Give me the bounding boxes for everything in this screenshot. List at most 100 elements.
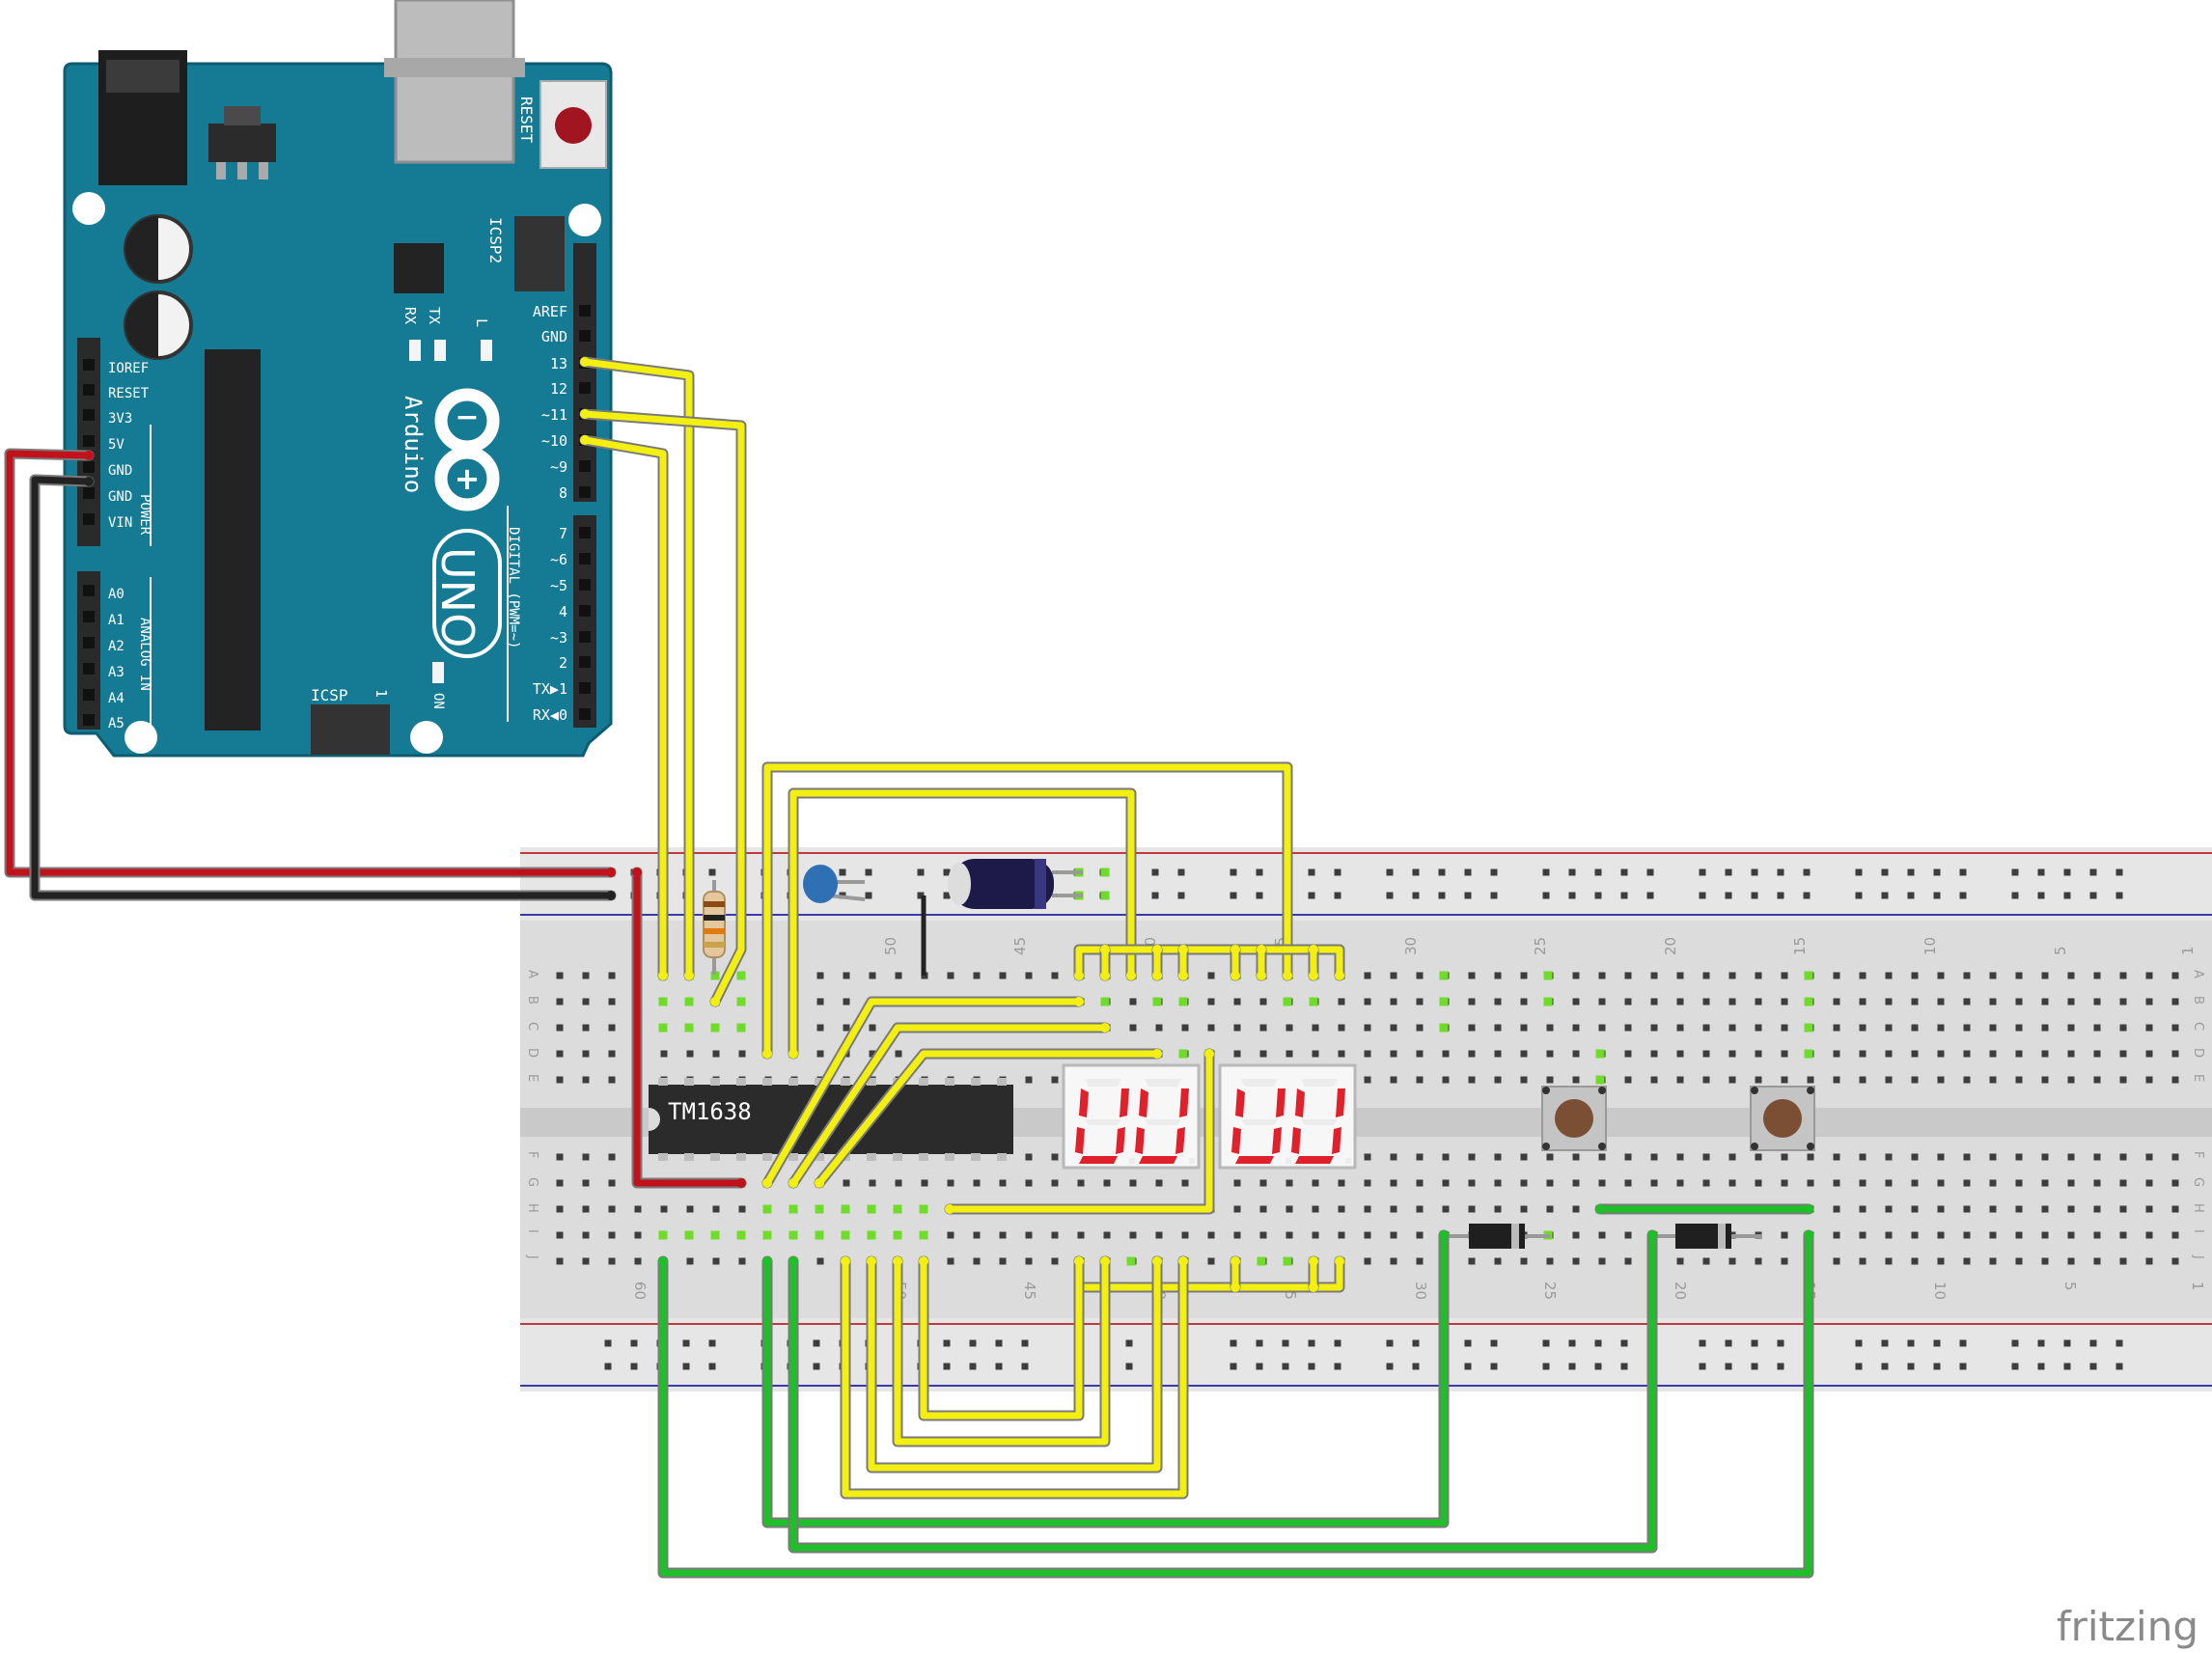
icsp-pin-number: 1 <box>373 689 390 698</box>
breadboard-hole <box>2067 1050 2075 1058</box>
rail-hole <box>1308 892 1315 899</box>
breadboard-hole <box>2119 972 2127 979</box>
breadboard-hole <box>2145 1179 2153 1187</box>
connected-hole <box>1178 997 1188 1006</box>
breadboard-hole <box>1781 1257 1788 1265</box>
chip-pin <box>684 1078 694 1086</box>
breadboard-hole <box>1963 1231 1971 1239</box>
breadboard-hole <box>1338 1050 1345 1058</box>
breadboard-hole <box>1755 1050 1762 1058</box>
breadboard-hole <box>2119 1153 2127 1161</box>
breadboard-hole <box>2145 1024 2153 1032</box>
rail-hole <box>1256 868 1263 876</box>
chip-pin <box>710 1153 720 1161</box>
breadboard-hole <box>1207 1231 1215 1239</box>
digital-pin-hole <box>579 527 591 538</box>
connected-hole <box>762 1204 772 1214</box>
digital-pin-label: AREF <box>533 303 567 320</box>
rail-hole <box>1907 892 1915 899</box>
rail-hole <box>969 1363 977 1370</box>
row-letter: J <box>525 1254 539 1259</box>
breadboard-hole <box>2015 998 2023 1006</box>
breadboard-hole <box>634 1205 642 1213</box>
icsp2-header <box>514 216 565 291</box>
breadboard-hole <box>1624 1257 1632 1265</box>
breadboard-hole <box>2067 1257 2075 1265</box>
chip-pin <box>762 1153 772 1161</box>
chip-pin <box>971 1078 981 1086</box>
breadboard-hole <box>582 972 590 979</box>
column-number: 60 <box>631 1281 649 1300</box>
digital-pin-hole <box>579 656 591 668</box>
breadboard-hole <box>1989 1231 1997 1239</box>
chip-pin <box>997 1078 1007 1086</box>
breadboard-hole <box>1312 1179 1319 1187</box>
digital-pin-label: ~3 <box>550 629 567 647</box>
breadboard-hole <box>1364 1179 1371 1187</box>
power-pin-hole <box>83 384 95 396</box>
breadboard-hole <box>1859 1257 1866 1265</box>
breadboard-hole <box>1416 972 1424 979</box>
rail-hole <box>1777 892 1784 899</box>
breadboard-hole <box>1364 1257 1371 1265</box>
breadboard-hole <box>1989 1024 1997 1032</box>
rail-hole <box>1594 892 1602 899</box>
breadboard-hole <box>1598 998 1606 1006</box>
connected-hole <box>867 1230 876 1240</box>
wire-row-h <box>946 1050 1213 1213</box>
rail-hole <box>708 1363 716 1370</box>
wire-diag-2 <box>789 1024 1109 1187</box>
breadboard-hole <box>1885 1076 1893 1084</box>
rail-hole <box>1021 1363 1029 1370</box>
breadboard-hole <box>2015 1179 2023 1187</box>
breadboard-hole <box>1364 1076 1371 1084</box>
rail-hole <box>708 1339 716 1347</box>
breadboard-hole <box>1859 1024 1866 1032</box>
breadboard-hole <box>1364 1153 1371 1161</box>
breadboard-hole <box>1885 1153 1893 1161</box>
breadboard-hole <box>608 1076 616 1084</box>
breadboard-hole <box>1885 1179 1893 1187</box>
breadboard-hole <box>999 1257 1007 1265</box>
rail-hole <box>1959 892 1967 899</box>
breadboard-hole <box>608 998 616 1006</box>
breadboard-hole <box>1520 1076 1528 1084</box>
breadboard-hole <box>1963 1179 1971 1187</box>
breadboard-hole <box>1859 1076 1866 1084</box>
column-number: 30 <box>1412 1281 1429 1300</box>
breadboard-hole <box>2041 998 2049 1006</box>
breadboard-hole <box>1963 972 1971 979</box>
breadboard-hole <box>1494 972 1502 979</box>
rail-hole <box>1308 1339 1315 1347</box>
breadboard-hole <box>2067 972 2075 979</box>
breadboard-hole <box>1624 1179 1632 1187</box>
analog-pin-label: A4 <box>108 691 124 706</box>
breadboard-hole <box>1755 1257 1762 1265</box>
breadboard-hole <box>556 972 564 979</box>
rail-hole <box>2011 868 2019 876</box>
board-text: RESET ICSP2 TX RX L Arduino UNO DIGITAL … <box>137 96 536 709</box>
breadboard-hole <box>2041 1231 2049 1239</box>
breadboard-hole <box>1051 1231 1059 1239</box>
breadboard-hole <box>1520 1153 1528 1161</box>
rail-hole <box>1412 868 1420 876</box>
push-button-1 <box>1541 1086 1607 1151</box>
connected-hole <box>1126 1256 1136 1266</box>
breadboard-hole <box>686 1257 694 1265</box>
breadboard-hole <box>1911 1179 1919 1187</box>
rail-hole <box>1334 1339 1341 1347</box>
column-number: 25 <box>1541 1281 1559 1300</box>
analog-pin-hole <box>83 689 95 701</box>
connected-hole <box>710 1023 720 1033</box>
breadboard-hole <box>1781 1024 1788 1032</box>
breadboard-hole <box>2171 1076 2179 1084</box>
breadboard-hole <box>1312 1024 1319 1032</box>
breadboard-hole <box>1989 1076 1997 1084</box>
breadboard-hole <box>1286 1205 1293 1213</box>
digital-pin-label: 2 <box>559 654 567 672</box>
breadboard-hole <box>1520 1205 1528 1213</box>
breadboard-hole <box>2171 1153 2179 1161</box>
arduino-logo <box>434 388 500 511</box>
power-pin-label: IOREF <box>108 361 149 376</box>
analog-pin-hole <box>83 637 95 648</box>
